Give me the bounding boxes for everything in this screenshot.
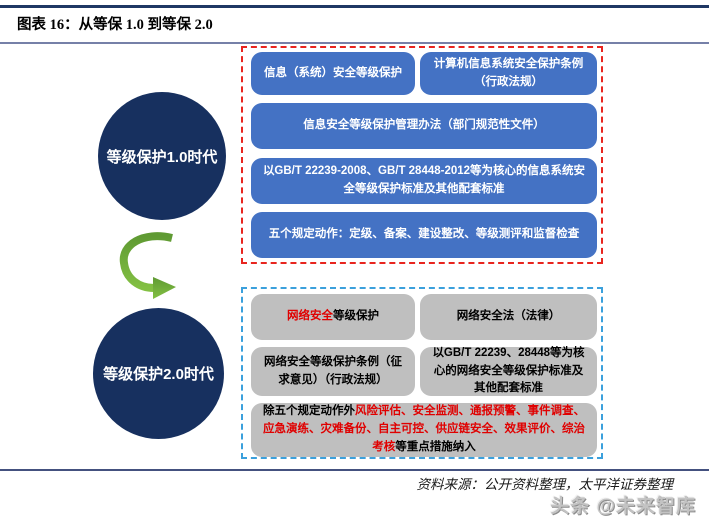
era2-box-law-label: 网络安全法（法律）: [456, 310, 561, 323]
era1-box-name-label: 信息（系统）安全等级保护: [264, 66, 402, 79]
era2-box-actions-label: 除五个规定动作外风险评估、安全监测、通报预警、事件调查、应急演练、灾难备份、自主…: [263, 405, 585, 453]
era1-box-standards-label: 以GB/T 22239-2008、GB/T 28448-2012等为核心的信息系…: [262, 165, 586, 195]
curved-arrow-icon: [113, 227, 193, 302]
era1-box-regulation-label: 计算机信息系统安全保护条例（行政法规）: [433, 57, 584, 88]
era1-dashed-group: [241, 46, 603, 264]
era2-box-law: 网络安全法（法律）: [420, 294, 597, 340]
era2-box-name: 网络安全等级保护: [251, 294, 415, 340]
era1-box-measures: 信息安全等级保护管理办法（部门规范性文件）: [251, 103, 597, 149]
era1-box-actions-label: 五个规定动作：定级、备案、建设整改、等级测评和监督检查: [268, 228, 580, 241]
title-divider: [0, 42, 709, 44]
era2-box-standards: 以GB/T 22239、28448等为核心的网络安全等级保护标准及其他配套标准: [420, 347, 597, 396]
era2-box-name-label: 网络安全等级保护: [287, 310, 379, 323]
era2-circle-label: 等级保护2.0时代: [103, 366, 214, 383]
era1-box-standards: 以GB/T 22239-2008、GB/T 28448-2012等为核心的信息系…: [251, 158, 597, 204]
era1-box-measures-label: 信息安全等级保护管理办法（部门规范性文件）: [303, 119, 545, 132]
era2-box-regulation: 网络安全等级保护条例（征求意见）（行政法规）: [251, 347, 415, 396]
watermark: 头条 @未来智库: [550, 496, 696, 517]
era2-dashed-group: [241, 287, 603, 459]
era1-box-actions: 五个规定动作：定级、备案、建设整改、等级测评和监督检查: [251, 212, 597, 258]
source-note: 资料来源：公开资料整理，太平洋证券整理: [416, 477, 674, 492]
era2-box-actions: 除五个规定动作外风险评估、安全监测、通报预警、事件调查、应急演练、灾难备份、自主…: [251, 403, 597, 457]
era1-circle: 等级保护1.0时代: [98, 92, 226, 220]
figure-title: 图表 16：从等保 1.0 到等保 2.0: [17, 17, 213, 33]
era2-circle: 等级保护2.0时代: [93, 308, 224, 439]
era2-box-actions-highlight: 风险评估、安全监测、通报预警、事件调查、应急演练、灾难备份、自主可控、供应链安全…: [263, 405, 585, 453]
era1-circle-label: 等级保护1.0时代: [106, 148, 218, 166]
era2-box-name-highlight: 网络安全: [287, 310, 333, 323]
era1-box-name: 信息（系统）安全等级保护: [251, 52, 415, 95]
top-rule: [0, 5, 709, 8]
era2-box-regulation-label: 网络安全等级保护条例（征求意见）（行政法规）: [264, 355, 402, 386]
era2-box-standards-label: 以GB/T 22239、28448等为核心的网络安全等级保护标准及其他配套标准: [432, 346, 585, 395]
bottom-rule: [0, 469, 709, 471]
era1-box-regulation: 计算机信息系统安全保护条例（行政法规）: [420, 52, 597, 95]
